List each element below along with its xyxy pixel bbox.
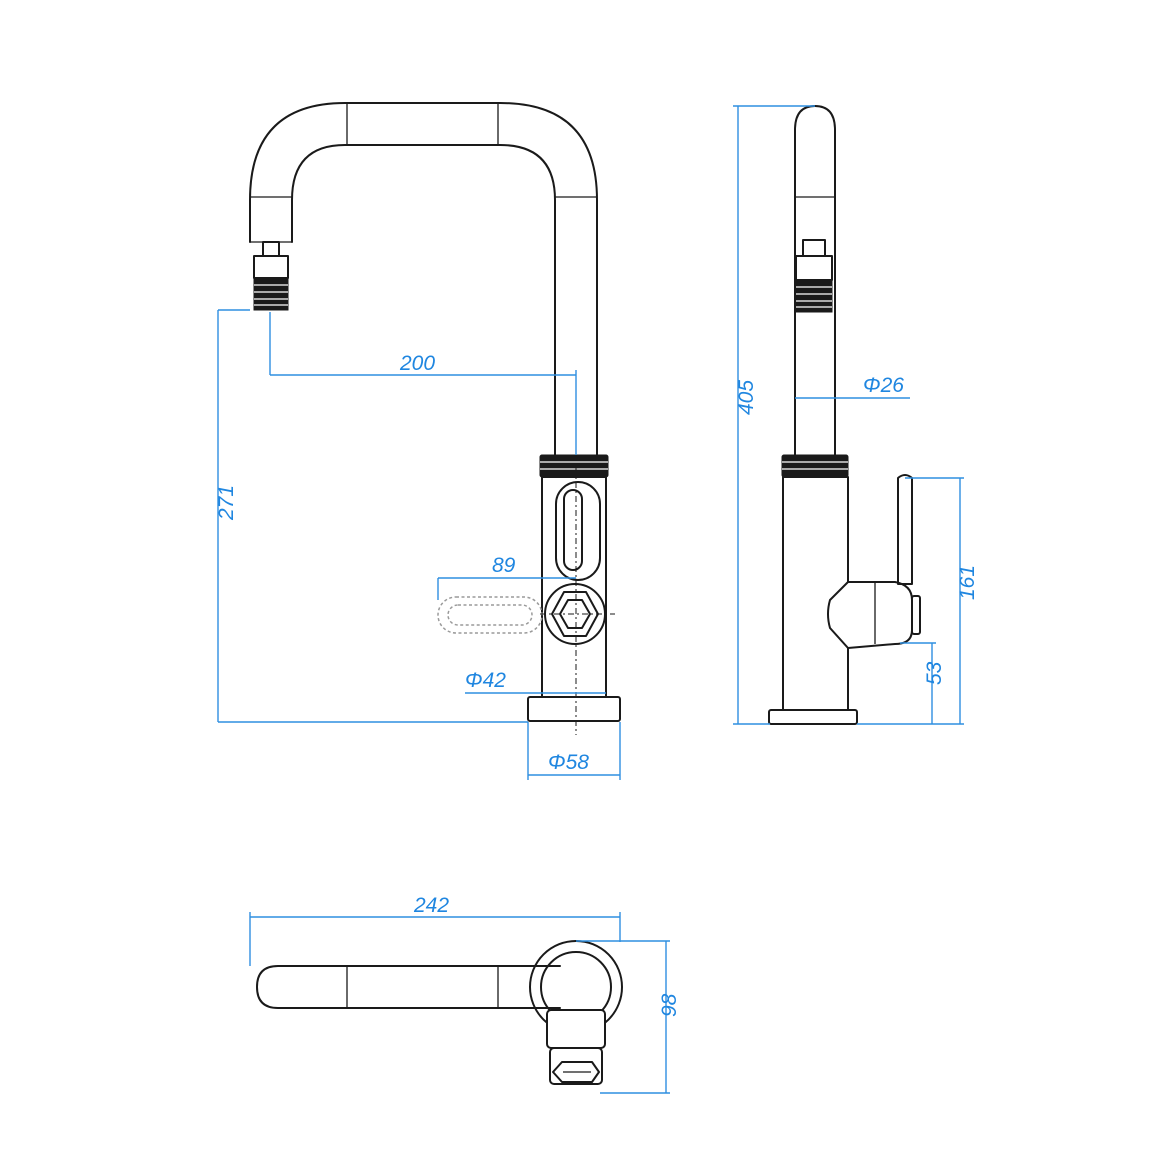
dimension-plan-depth: 98	[576, 940, 681, 1094]
dim-label-98: 98	[658, 993, 681, 1017]
dim-label-242: 242	[413, 894, 449, 917]
dim-label-271: 271	[215, 485, 238, 521]
side-spout	[794, 105, 836, 456]
side-view	[768, 105, 921, 725]
dimension-lever-height: 161	[857, 477, 979, 725]
dim-label-53: 53	[923, 661, 946, 685]
dim-label-200: 200	[399, 352, 435, 375]
front-view	[249, 102, 621, 735]
dimension-lever-swing: 89	[437, 554, 576, 600]
dimension-spout-diameter: Φ26	[795, 374, 910, 399]
dim-label-405: 405	[735, 380, 758, 415]
dim-label-phi42: Φ42	[465, 669, 506, 692]
dimension-base-diameter: Φ58	[527, 722, 621, 780]
front-body	[527, 454, 621, 722]
dimension-total-height: 405	[733, 105, 815, 725]
plan-view	[256, 940, 623, 1085]
dimension-lever-axis-height: 53	[900, 642, 946, 724]
front-aerator	[253, 241, 289, 311]
dim-label-phi26: Φ26	[863, 374, 904, 397]
dimension-spout-reach: 200	[269, 312, 577, 455]
dimension-body-diameter: Φ42	[465, 669, 606, 694]
front-lever-ghost-inner	[447, 604, 533, 626]
side-body	[768, 454, 858, 725]
dimension-outlet-height: 271	[215, 309, 528, 723]
front-spout	[249, 102, 598, 456]
front-lever-ghost	[437, 596, 543, 634]
dim-label-89: 89	[492, 554, 516, 577]
dimension-plan-length: 242	[249, 894, 621, 966]
side-lever	[847, 474, 921, 649]
dim-label-161: 161	[956, 565, 979, 600]
dim-label-phi58: Φ58	[548, 751, 589, 774]
